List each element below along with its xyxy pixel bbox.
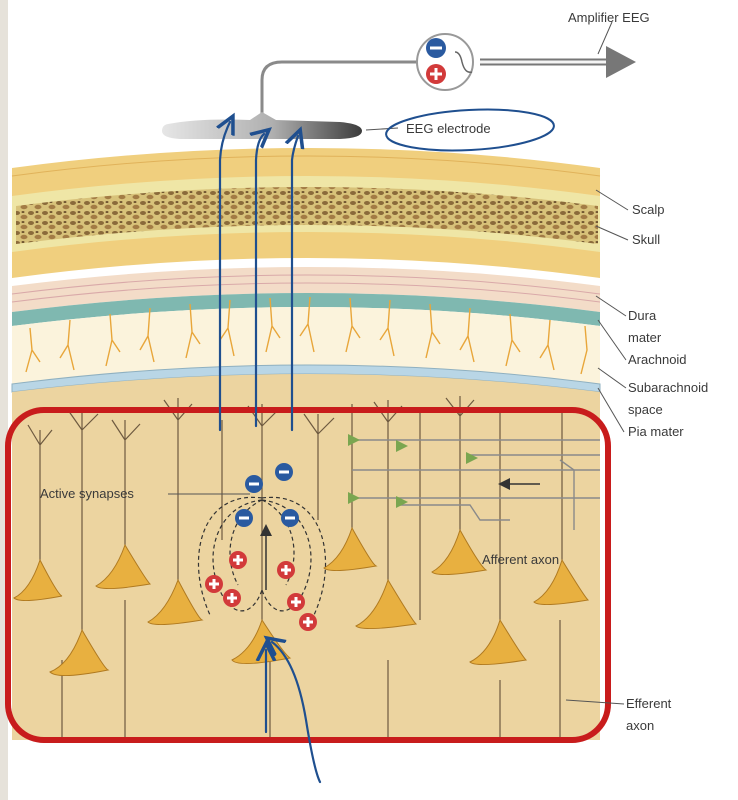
pia-label: Pia mater: [628, 424, 684, 439]
dura-label-2: mater: [628, 330, 662, 345]
minus-icon: [235, 509, 253, 527]
plus-icon: [205, 575, 223, 593]
plus-icon: [426, 64, 446, 84]
plus-icon: [299, 613, 317, 631]
plus-icon: [287, 593, 305, 611]
electrode-label: EEG electrode: [406, 121, 491, 136]
subarachnoid-label-2: space: [628, 402, 663, 417]
plus-icon: [229, 551, 247, 569]
scalp-label: Scalp: [632, 202, 665, 217]
efferent-label-2: axon: [626, 718, 654, 733]
active-synapses-label: Active synapses: [40, 486, 134, 501]
signal-meter: [417, 34, 473, 90]
plus-icon: [277, 561, 295, 579]
arachnoid-label: Arachnoid: [628, 352, 687, 367]
minus-icon: [275, 463, 293, 481]
efferent-label-1: Efferent: [626, 696, 672, 711]
skull-label: Skull: [632, 232, 660, 247]
afferent-axon-label: Afferent axon: [482, 552, 559, 567]
amplifier-arrow-icon: [606, 46, 636, 78]
plus-icon: [223, 589, 241, 607]
dura-label-1: Dura: [628, 308, 657, 323]
amplifier-label: Amplifier EEG: [568, 10, 650, 25]
minus-icon: [281, 509, 299, 527]
amplifier-assembly: Amplifier EEG: [262, 10, 650, 120]
subarachnoid-label-1: Subarachnoid: [628, 380, 708, 395]
minus-icon: [245, 475, 263, 493]
minus-icon: [426, 38, 446, 58]
